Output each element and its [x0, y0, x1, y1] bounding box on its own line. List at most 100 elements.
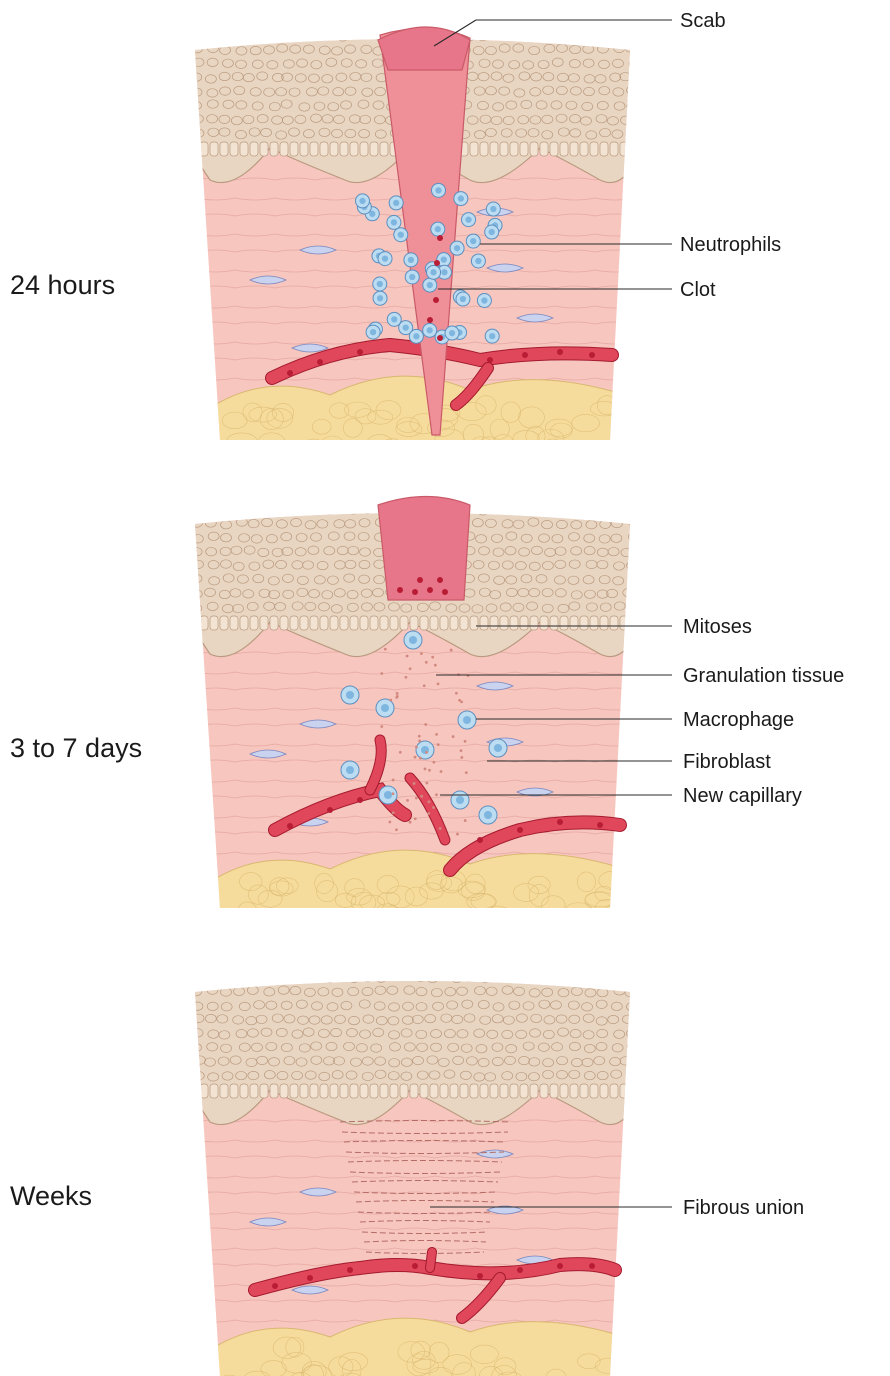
basal-cell: [560, 616, 568, 630]
granule: [395, 828, 398, 831]
basal-cell: [380, 142, 388, 156]
adipocyte: [600, 912, 624, 931]
keratinocyte: [626, 86, 637, 94]
keratinocyte: [334, 505, 345, 513]
basal-cell: [330, 616, 338, 630]
basal-cell: [420, 1084, 428, 1098]
basal-cell: [240, 616, 248, 630]
granule: [418, 739, 421, 742]
red-blood-cell: [597, 822, 603, 828]
red-blood-cell: [517, 827, 523, 833]
basal-cell: [260, 616, 268, 630]
keratinocyte: [337, 33, 348, 41]
granule: [460, 756, 463, 759]
granule: [464, 819, 467, 822]
granule: [380, 672, 383, 675]
granule: [450, 649, 453, 652]
basal-cell: [590, 142, 598, 156]
callout-text: Granulation tissue: [683, 665, 844, 687]
keratinocyte: [570, 32, 581, 40]
keratinocyte: [621, 31, 632, 39]
basal-cell: [590, 1084, 598, 1098]
keratinocyte: [348, 506, 359, 514]
leukocyte-nucleus: [346, 691, 354, 699]
keratinocyte: [609, 504, 620, 512]
red-blood-cell: [412, 589, 418, 595]
red-blood-cell: [437, 577, 443, 583]
red-blood-cell: [477, 1273, 483, 1279]
granule: [392, 779, 395, 782]
basal-cell: [380, 1084, 388, 1098]
basal-cell: [490, 1084, 498, 1098]
granule: [464, 740, 467, 743]
stage-label: 24 hours: [10, 270, 115, 300]
keratinocyte: [478, 507, 489, 515]
basal-cell: [330, 142, 338, 156]
adipocyte: [541, 439, 564, 457]
basal-cell: [400, 1084, 408, 1098]
red-blood-cell: [477, 837, 483, 843]
basal-cell: [460, 1084, 468, 1098]
keratinocyte: [620, 506, 631, 514]
keratinocyte: [441, 972, 452, 980]
keratinocyte: [415, 973, 426, 981]
basal-cell: [270, 1084, 278, 1098]
leukocyte-nucleus: [427, 282, 433, 288]
basal-cell: [300, 616, 308, 630]
granule: [435, 793, 438, 796]
basal-cell: [630, 142, 638, 156]
basal-cell: [500, 142, 508, 156]
granule: [455, 692, 458, 695]
adipocyte: [382, 439, 402, 454]
leukocyte-nucleus: [484, 811, 492, 819]
keratinocyte: [519, 32, 530, 40]
red-blood-cell: [437, 235, 443, 241]
keratinocyte: [308, 974, 319, 982]
basal-cell: [220, 616, 228, 630]
basal-cell: [360, 616, 368, 630]
keratinocyte: [545, 504, 556, 512]
keratinocyte: [363, 30, 374, 38]
keratinocyte: [582, 972, 593, 980]
leukocyte-nucleus: [398, 232, 404, 238]
keratinocyte: [491, 31, 502, 39]
basal-cell: [350, 616, 358, 630]
basal-cell: [440, 616, 448, 630]
granule: [465, 771, 468, 774]
basal-cell: [530, 616, 538, 630]
keratinocyte: [607, 974, 618, 982]
granule: [452, 735, 455, 738]
red-blood-cell: [317, 359, 323, 365]
basal-cell: [260, 142, 268, 156]
red-blood-cell: [557, 349, 563, 355]
callout-text: New capillary: [683, 785, 802, 807]
panel-24-hours: 24 hours Scab Neutrophils Clot: [10, 10, 781, 460]
red-blood-cell: [433, 297, 439, 303]
basal-cell: [380, 616, 388, 630]
granule: [427, 812, 430, 815]
basal-cell: [270, 616, 278, 630]
callout-text: Mitoses: [683, 616, 752, 638]
keratinocyte: [490, 973, 501, 981]
red-blood-cell: [327, 807, 333, 813]
basal-cell: [500, 616, 508, 630]
adipocyte: [595, 442, 616, 456]
keratinocyte: [362, 973, 373, 981]
keratinocyte: [205, 504, 216, 512]
leukocyte-nucleus: [381, 704, 389, 712]
basal-cell: [630, 616, 638, 630]
red-blood-cell: [307, 1275, 313, 1281]
keratinocyte: [583, 506, 594, 514]
leukocyte-nucleus: [430, 269, 436, 275]
basal-cell: [270, 142, 278, 156]
granule: [415, 746, 418, 749]
granule: [434, 664, 437, 667]
basal-cell: [340, 142, 348, 156]
granule: [406, 799, 409, 802]
basal-cell: [360, 142, 368, 156]
keratinocyte: [310, 31, 321, 39]
scab: [378, 27, 470, 70]
keratinocyte: [218, 31, 229, 39]
callout-text: Fibroblast: [683, 751, 771, 773]
